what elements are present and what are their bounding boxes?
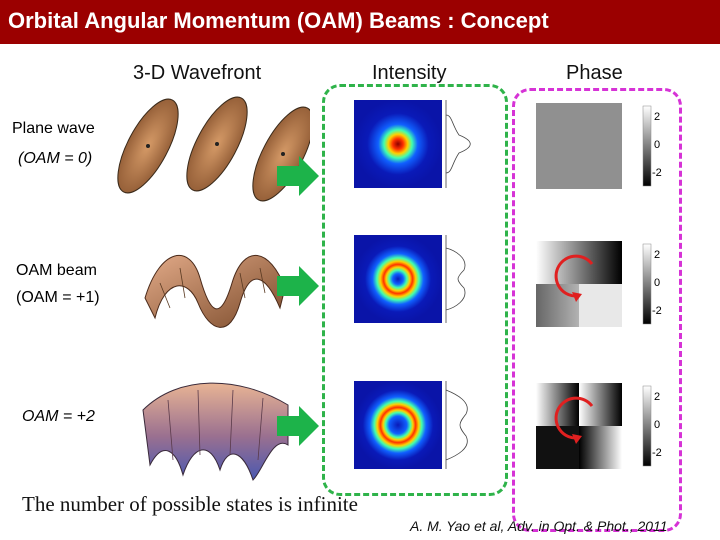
intensity-group-box [322, 84, 508, 496]
right-arrow-icon [277, 156, 319, 196]
header-intensity: Intensity [372, 62, 447, 84]
intensity-plot-oam0 [354, 100, 471, 188]
colorbar [642, 105, 652, 187]
plane-wave-wavefronts [117, 96, 310, 202]
oam2-helical-wavefront [142, 382, 289, 481]
intensity-map [354, 100, 442, 188]
right-arrow-icon [277, 266, 319, 306]
row2-sublabel: (OAM = +1) [16, 289, 100, 306]
colorbar-tick: 0 [654, 419, 660, 431]
oam1-helical-wavefront [144, 254, 286, 328]
colorbar [642, 243, 652, 325]
row3-label: OAM = +2 [22, 408, 95, 425]
colorbar-tick: 2 [654, 111, 660, 123]
footer-statement: The number of possible states is infinit… [22, 492, 358, 516]
colorbar-tick: -2 [652, 167, 662, 179]
row1-label: Plane wave [12, 120, 95, 137]
colorbar-tick: 0 [654, 139, 660, 151]
citation: A. M. Yao et al, Adv. in Opt. & Phot., 2… [410, 518, 668, 534]
intensity-profile [445, 381, 468, 469]
intensity-map [354, 381, 442, 469]
colorbar-tick: -2 [652, 447, 662, 459]
phase-map [536, 241, 622, 284]
colorbar-tick: 0 [654, 277, 660, 289]
wavefront-disk [186, 96, 248, 192]
phase-plot-oam2: 2 0 -2 [536, 383, 662, 469]
row1-sublabel: (OAM = 0) [18, 150, 93, 167]
header-phase: Phase [566, 62, 623, 84]
phase-map [536, 103, 622, 189]
phase-plot-oam0: 2 0 -2 [536, 103, 662, 189]
slide-title: Orbital Angular Momentum (OAM) Beams : C… [8, 8, 549, 33]
circular-arrow-icon [554, 254, 594, 298]
row2-label: OAM beam [16, 262, 97, 279]
intensity-plot-oam1 [354, 235, 466, 323]
title-bar [0, 0, 720, 44]
colorbar-tick: 2 [654, 249, 660, 261]
phase-plot-oam1: 2 0 -2 [536, 241, 662, 327]
wavefront-disk [117, 98, 179, 194]
colorbar-tick: -2 [652, 305, 662, 317]
circular-arrow-icon [554, 396, 594, 440]
header-wavefront: 3-D Wavefront [133, 62, 262, 84]
intensity-plot-oam2 [354, 381, 468, 469]
intensity-profile [445, 100, 471, 188]
colorbar [642, 385, 652, 467]
intensity-profile [445, 235, 466, 323]
phase-map [536, 383, 579, 426]
right-arrow-icon [277, 406, 319, 446]
intensity-map [354, 235, 442, 323]
colorbar-tick: 2 [654, 391, 660, 403]
phase-group-box [512, 88, 682, 532]
